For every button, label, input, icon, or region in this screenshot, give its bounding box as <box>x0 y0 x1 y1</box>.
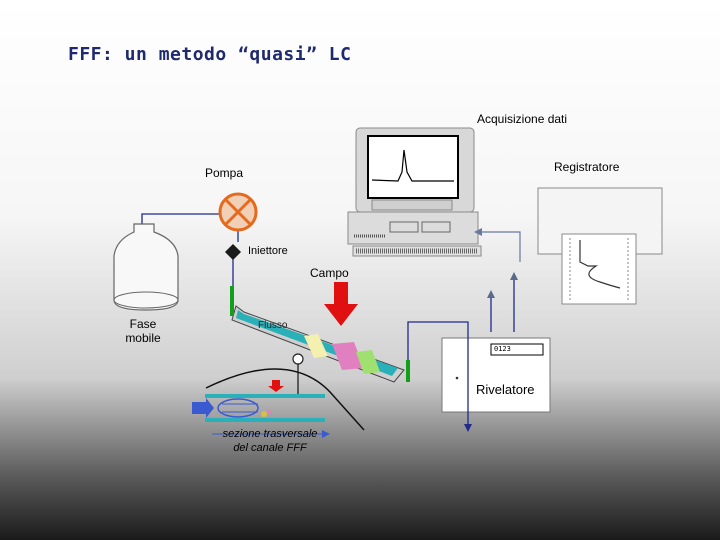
injector-label: Iniettore <box>248 245 288 257</box>
cross-section-caption: sezione trasversale del canale FFF <box>222 428 318 454</box>
detector-icon <box>441 337 551 413</box>
pump-icon <box>218 192 258 232</box>
computer-monitor-icon <box>347 127 482 257</box>
data-acquisition-label: Acquisizione dati <box>477 112 568 126</box>
detector-display: 0123 <box>494 345 511 353</box>
field-arrow <box>268 282 358 392</box>
solvent-bottle-icon <box>113 223 179 311</box>
detector-label: Rivelatore <box>476 382 535 397</box>
tubing-lines <box>141 213 515 430</box>
mobile-phase-label: Fase mobile <box>125 317 161 345</box>
channel-cross-section <box>192 364 365 438</box>
fff-channel <box>230 286 410 383</box>
flow-label: Flusso <box>258 320 288 331</box>
injector-valve-icon <box>225 244 241 260</box>
recorder-label: Registratore <box>554 160 620 174</box>
field-label: Campo <box>310 266 349 280</box>
page-title: FFF: un metodo “quasi” LC <box>68 44 352 65</box>
recorder-icon <box>537 187 663 305</box>
pump-label: Pompa <box>205 166 244 180</box>
